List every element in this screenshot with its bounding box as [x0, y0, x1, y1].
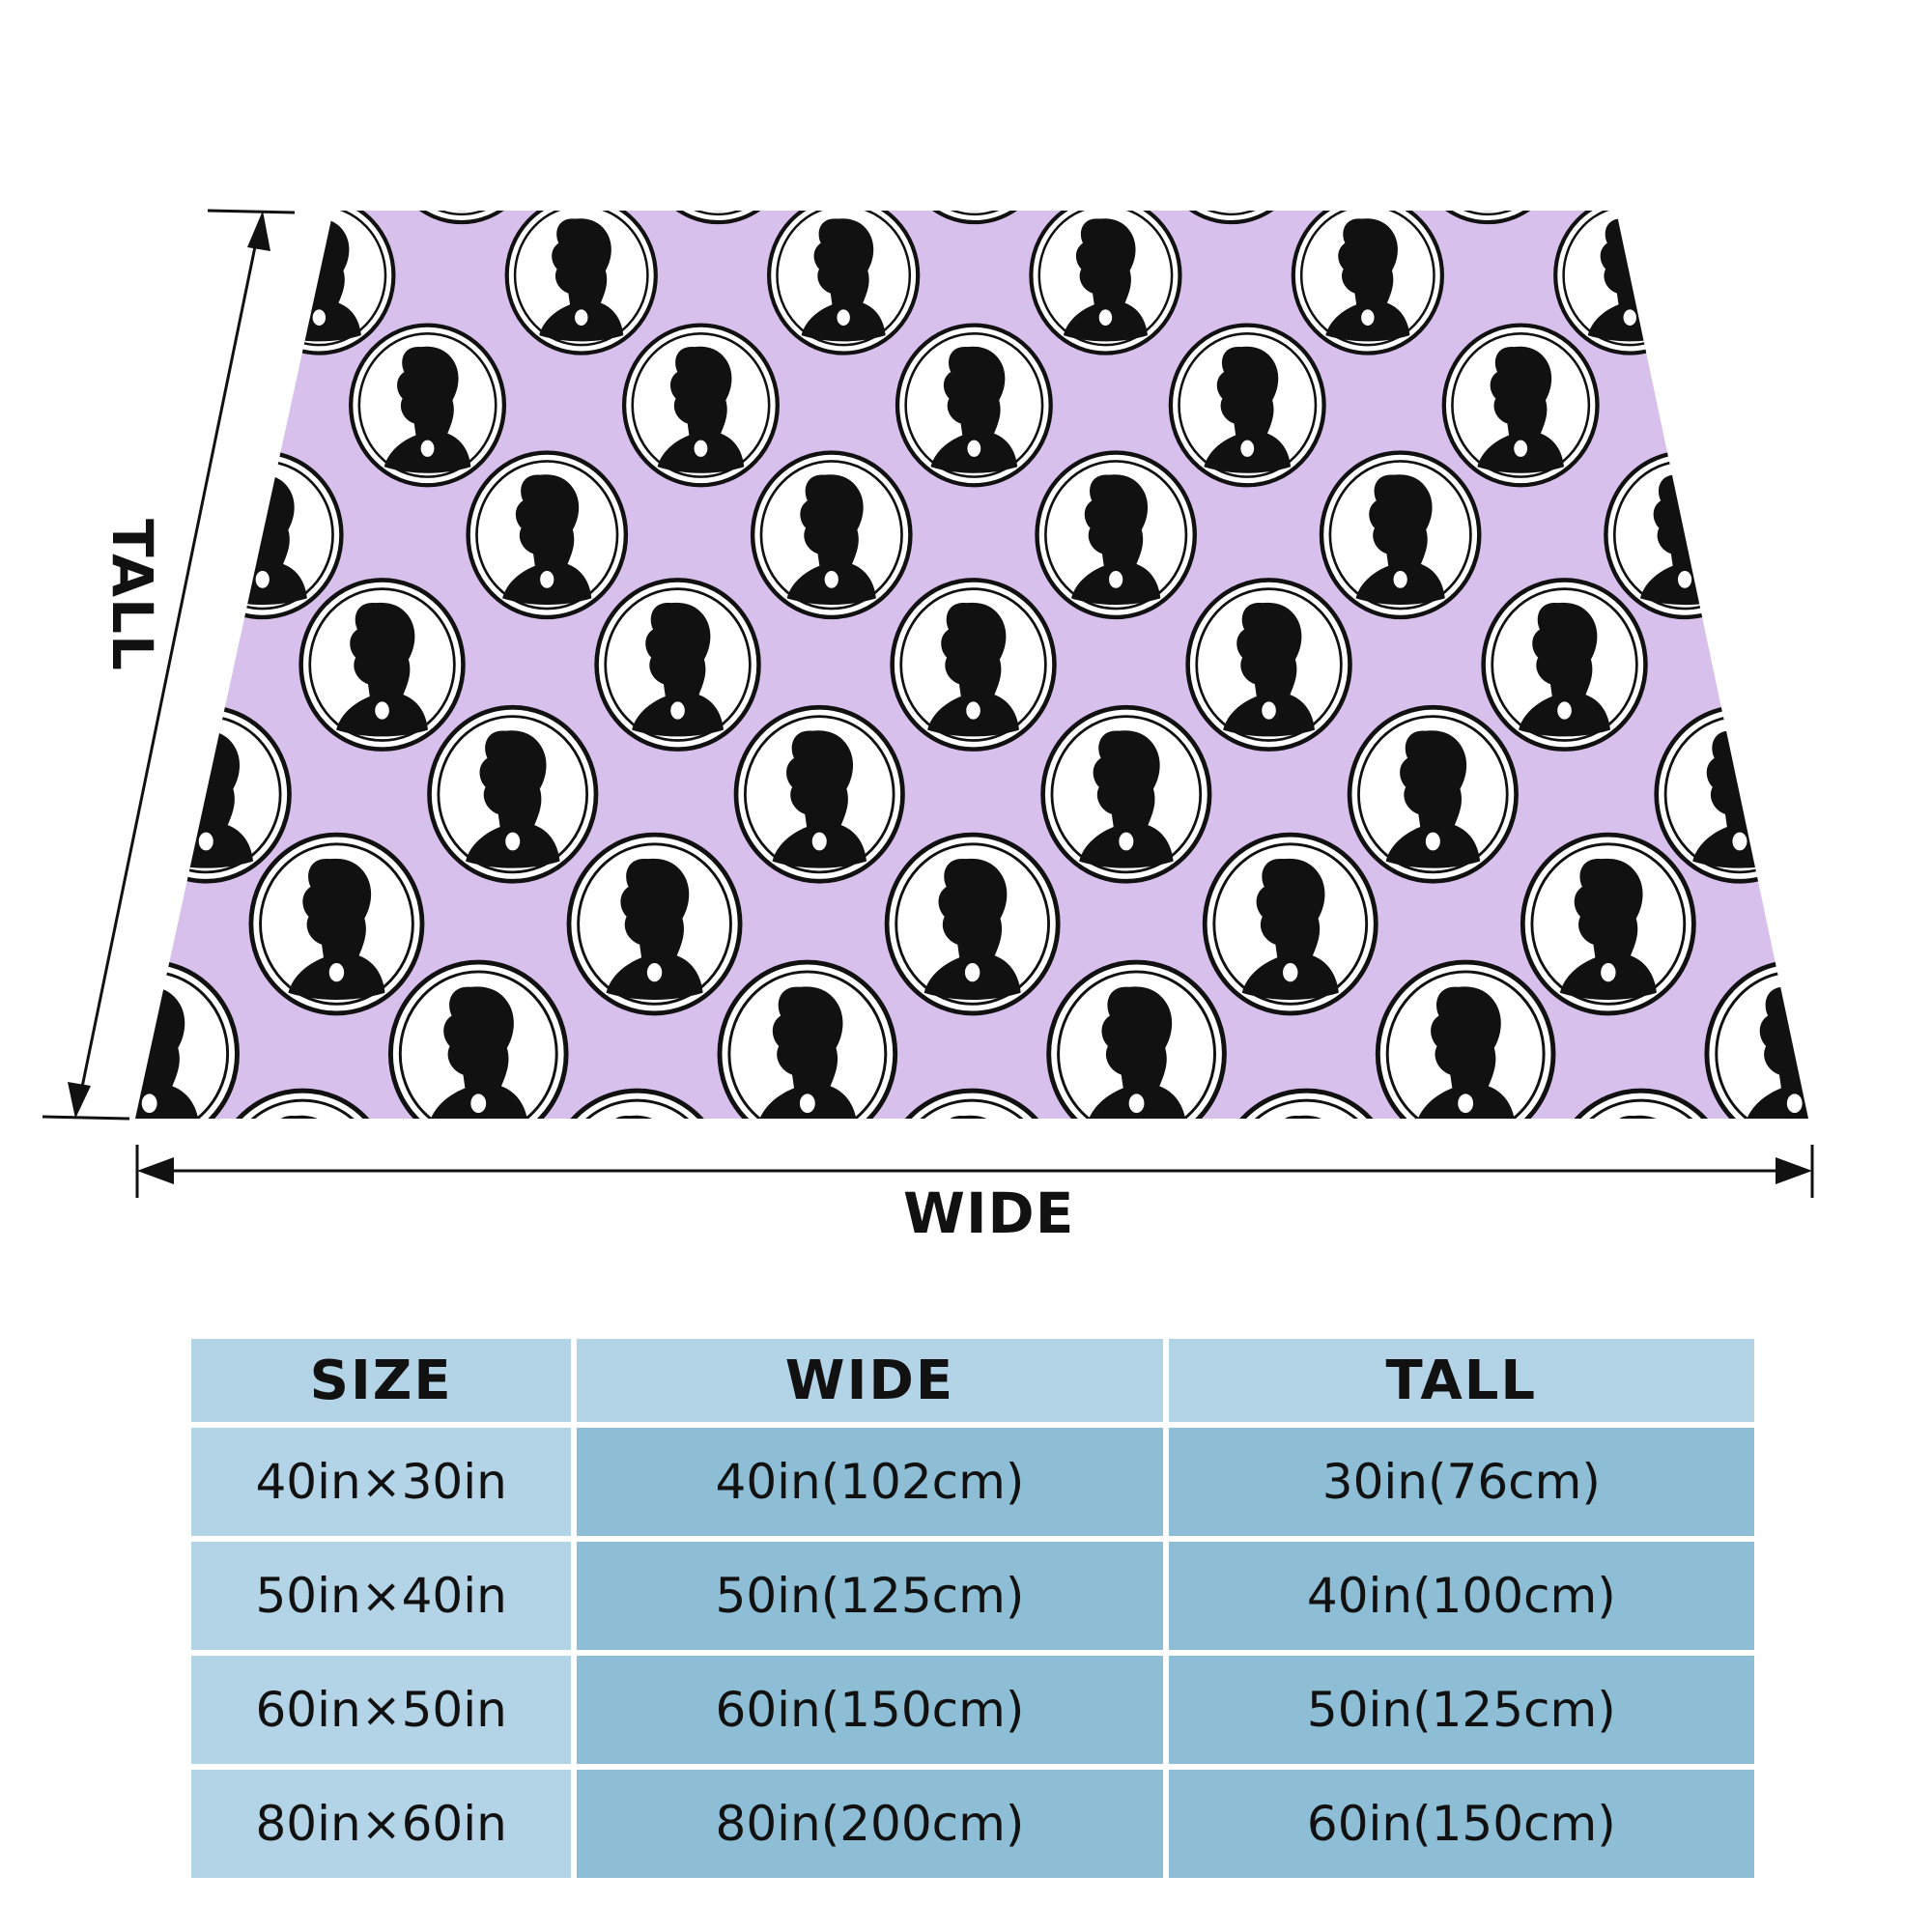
woman-silhouette-cameo-icon [1552, 1091, 1730, 1276]
woman-silhouette-cameo-icon [1444, 326, 1598, 486]
cell-size: 80in×60in [191, 1770, 572, 1878]
woman-silhouette-cameo-icon [720, 962, 895, 1146]
woman-silhouette-cameo-icon [1031, 198, 1179, 354]
woman-silhouette-cameo-icon [1887, 1091, 1932, 1276]
woman-silhouette-cameo-icon [597, 580, 759, 749]
woman-silhouette-cameo-icon [1657, 707, 1824, 881]
blanket [0, 70, 1932, 1276]
woman-silhouette-cameo-icon [1158, 70, 1305, 222]
woman-silhouette-cameo-icon [351, 326, 504, 486]
wide-dimension-arrow [135, 1145, 1814, 1198]
cell-tall: 30in(76cm) [1168, 1428, 1754, 1536]
woman-silhouette-cameo-icon [131, 70, 278, 222]
wide-label: WIDE [903, 1180, 1075, 1246]
header-size: SIZE [191, 1339, 572, 1422]
woman-silhouette-cameo-icon [1779, 580, 1932, 749]
woman-silhouette-cameo-icon [1718, 326, 1871, 486]
cell-tall: 60in(150cm) [1168, 1770, 1754, 1878]
woman-silhouette-cameo-icon [1522, 835, 1693, 1013]
woman-silhouette-cameo-icon [0, 198, 131, 354]
woman-silhouette-cameo-icon [1205, 835, 1376, 1013]
woman-silhouette-cameo-icon [77, 326, 231, 486]
woman-silhouette-cameo-icon [1037, 453, 1195, 617]
woman-silhouette-cameo-icon [123, 707, 290, 881]
table-row: 50in×40in 50in(125cm) 40in(100cm) [191, 1542, 1754, 1650]
woman-silhouette-cameo-icon [769, 198, 918, 354]
cell-wide: 40in(102cm) [577, 1428, 1163, 1536]
woman-silhouette-cameo-icon [645, 70, 792, 222]
table-row: 80in×60in 80in(200cm) 60in(150cm) [191, 1770, 1754, 1878]
woman-silhouette-cameo-icon [1818, 198, 1932, 354]
woman-silhouette-cameo-icon [507, 198, 656, 354]
woman-silhouette-cameo-icon [390, 962, 566, 1146]
woman-silhouette-cameo-icon [1043, 707, 1210, 881]
woman-silhouette-cameo-icon [1707, 962, 1883, 1146]
woman-silhouette-cameo-icon [1321, 453, 1479, 617]
woman-silhouette-cameo-icon [0, 1091, 57, 1276]
header-wide: WIDE [577, 1339, 1163, 1422]
header-tall: TALL [1168, 1339, 1754, 1422]
cell-wide: 50in(125cm) [577, 1542, 1163, 1650]
woman-silhouette-cameo-icon [1671, 70, 1818, 222]
size-chart-table: SIZE WIDE TALL 40in×30in 40in(102cm) 30i… [185, 1333, 1760, 1884]
cell-size: 60in×50in [191, 1656, 572, 1764]
woman-silhouette-cameo-icon [1171, 326, 1324, 486]
woman-silhouette-cameo-icon [1414, 70, 1561, 222]
woman-silhouette-cameo-icon [893, 580, 1055, 749]
woman-silhouette-cameo-icon [213, 1091, 391, 1276]
cell-wide: 60in(150cm) [577, 1656, 1163, 1764]
woman-silhouette-cameo-icon [1890, 453, 1932, 617]
woman-silhouette-cameo-icon [1484, 580, 1646, 749]
cell-tall: 40in(100cm) [1168, 1542, 1754, 1650]
woman-silhouette-cameo-icon [1350, 707, 1517, 881]
woman-silhouette-cameo-icon [1378, 962, 1553, 1146]
cell-wide: 80in(200cm) [577, 1770, 1163, 1878]
table-row: 40in×30in 40in(102cm) 30in(76cm) [191, 1428, 1754, 1536]
woman-silhouette-cameo-icon [1605, 453, 1763, 617]
woman-silhouette-cameo-icon [469, 453, 626, 617]
woman-silhouette-cameo-icon [736, 707, 903, 881]
woman-silhouette-cameo-icon [897, 326, 1051, 486]
woman-silhouette-cameo-icon [388, 70, 535, 222]
woman-silhouette-cameo-icon [0, 453, 57, 617]
woman-silhouette-cameo-icon [1928, 70, 1932, 222]
cell-size: 50in×40in [191, 1542, 572, 1650]
woman-silhouette-cameo-icon [624, 326, 778, 486]
woman-silhouette-cameo-icon [1293, 198, 1442, 354]
cell-size: 40in×30in [191, 1428, 572, 1536]
table-row: 60in×50in 60in(150cm) 50in(125cm) [191, 1656, 1754, 1764]
woman-silhouette-cameo-icon [1188, 580, 1350, 749]
woman-silhouette-cameo-icon [244, 198, 393, 354]
woman-silhouette-cameo-icon [901, 70, 1048, 222]
cell-tall: 50in(125cm) [1168, 1656, 1754, 1764]
tall-dimension-arrow [42, 209, 296, 1121]
woman-silhouette-cameo-icon [1217, 1091, 1395, 1276]
woman-silhouette-cameo-icon [887, 835, 1058, 1013]
woman-silhouette-cameo-icon [251, 835, 422, 1013]
woman-silhouette-cameo-icon [1049, 962, 1225, 1146]
woman-silhouette-cameo-icon [301, 580, 464, 749]
woman-silhouette-cameo-icon [430, 707, 597, 881]
tall-label: TALL [99, 519, 165, 671]
table-header-row: SIZE WIDE TALL [191, 1339, 1754, 1422]
woman-silhouette-cameo-icon [0, 835, 104, 1013]
woman-silhouette-cameo-icon [753, 453, 910, 617]
woman-silhouette-cameo-icon [1840, 835, 1932, 1013]
woman-silhouette-cameo-icon [1555, 198, 1704, 354]
woman-silhouette-cameo-icon [569, 835, 740, 1013]
woman-silhouette-cameo-icon [549, 1091, 726, 1276]
